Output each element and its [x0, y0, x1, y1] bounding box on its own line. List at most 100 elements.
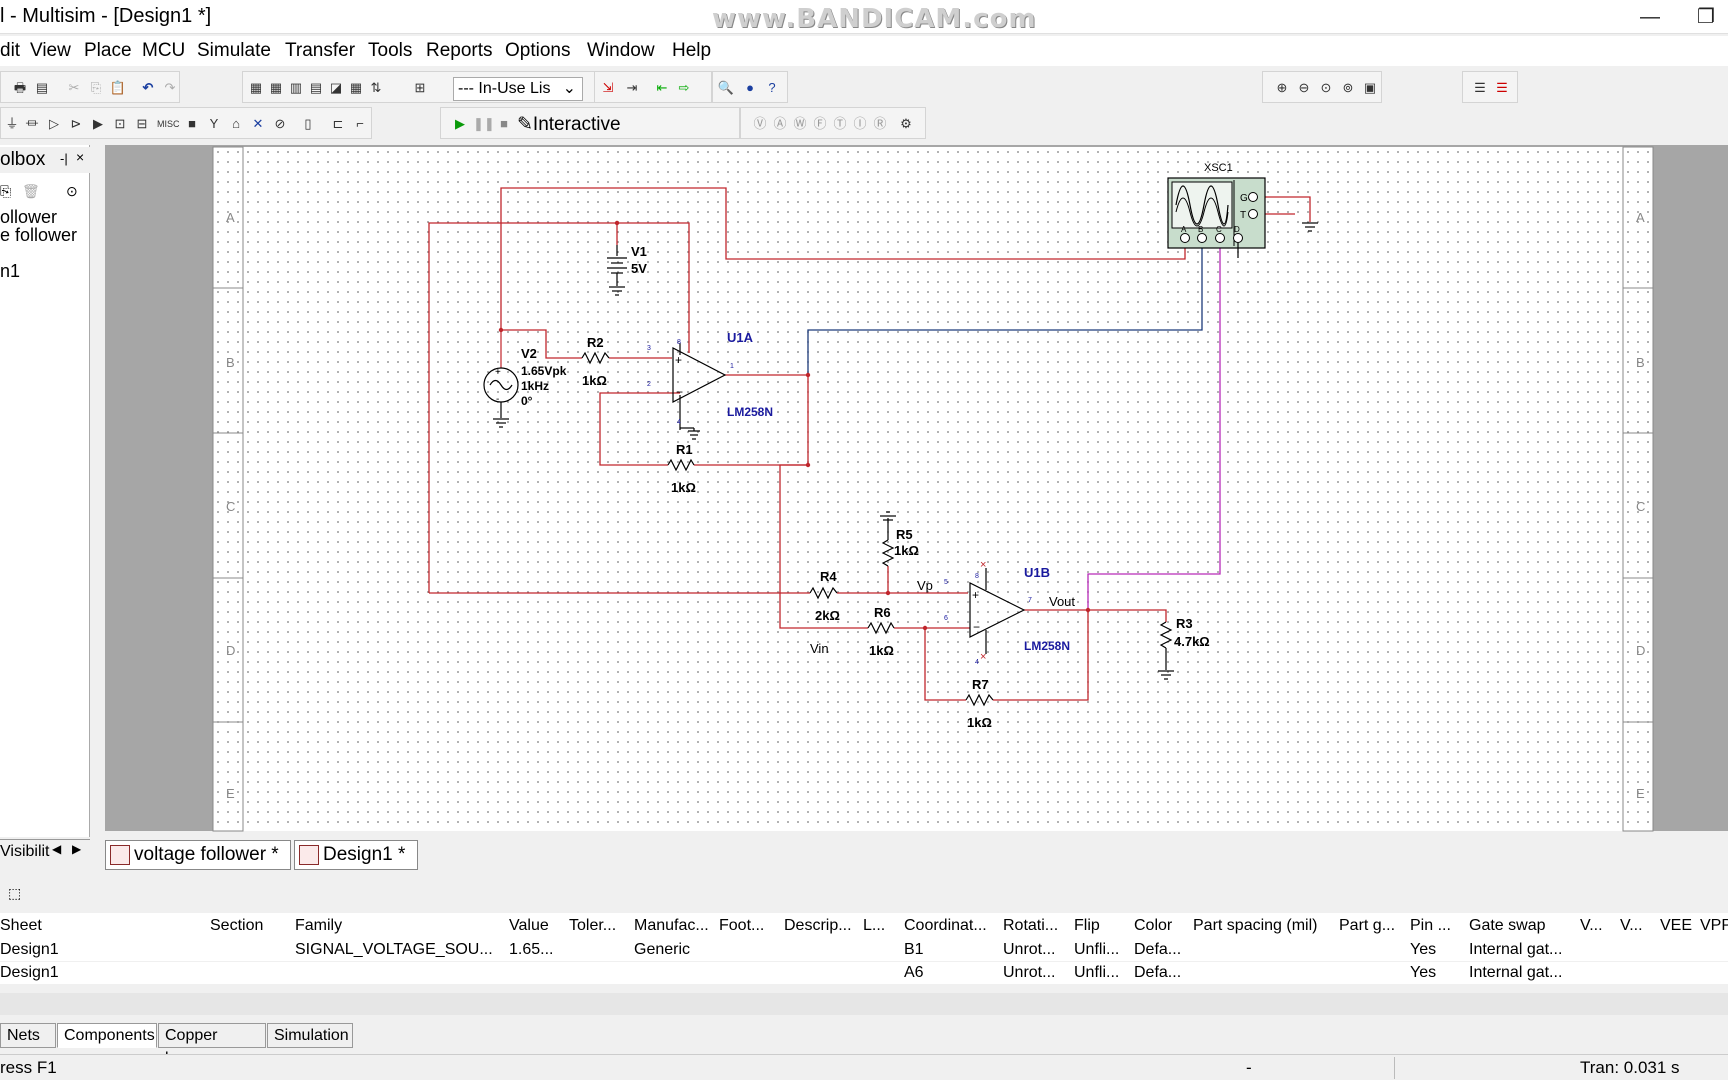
wire-u1a-feedback-left[interactable] — [599, 392, 680, 466]
electromechanical-icon[interactable]: ⌂ — [232, 116, 240, 131]
component-wizard-icon[interactable]: ▤ — [309, 80, 323, 95]
tab-simulation[interactable]: Simulation — [267, 1023, 353, 1048]
column-header-v2[interactable]: V... — [1620, 917, 1643, 934]
stop-simulation-icon[interactable]: ■ — [500, 116, 508, 131]
r2-resistor[interactable] — [581, 351, 610, 365]
backannotate-icon[interactable]: ⇥ — [626, 80, 638, 95]
spreadsheet-toggle-icon[interactable]: ⬚ — [8, 885, 22, 901]
mcu-icon[interactable]: ✕ — [252, 116, 264, 131]
in-use-list-combo[interactable]: --- In-Use Lis ⌄ — [453, 77, 583, 101]
hierarchy-icon[interactable]: ⊞ — [414, 80, 426, 95]
column-header-coordinate[interactable]: Coordinat... — [904, 917, 987, 934]
xsc1-terminal-t[interactable] — [1248, 209, 1258, 219]
r6-resistor[interactable] — [867, 621, 895, 635]
u1b-opamp[interactable] — [969, 568, 1026, 654]
column-header-manufacturer[interactable]: Manufac... — [634, 917, 709, 934]
wattmeter-icon[interactable]: Ⓦ — [793, 116, 807, 131]
interactive-mode-button[interactable]: ✎Interactive — [517, 113, 621, 136]
tree-item-voltage-follower-sheet[interactable]: e follower — [0, 225, 78, 245]
visibility-toggle-icon[interactable]: ⊙ — [66, 183, 78, 199]
tab-components[interactable]: Components — [57, 1023, 157, 1048]
wire-v2-to-scope-a[interactable] — [500, 187, 1186, 330]
wire-to-r6[interactable] — [779, 464, 868, 629]
current-probe-icon[interactable]: Ⓘ — [853, 116, 867, 131]
zoom-fit-icon[interactable]: ⊚ — [1342, 80, 1354, 95]
xsc1-terminal-g[interactable] — [1248, 192, 1258, 202]
column-header-v1[interactable]: V... — [1580, 917, 1603, 934]
spreadsheet-icon[interactable]: ▦ — [269, 80, 283, 95]
temperature-icon[interactable]: Ⓣ — [833, 116, 847, 131]
tab-copper-layers[interactable]: Copper layers — [158, 1023, 266, 1067]
menu-mcu[interactable]: MCU — [142, 40, 186, 61]
wire-u1a-out-to-scope-b[interactable] — [807, 248, 1203, 375]
place-probe-icon[interactable]: ⊘ — [274, 116, 286, 131]
xsc1-terminal-d[interactable] — [1233, 233, 1243, 243]
xsc1-terminal-c[interactable] — [1215, 233, 1225, 243]
schematic-sheet[interactable] — [213, 147, 1653, 831]
probe-settings-icon[interactable]: ⚙ — [900, 116, 912, 131]
table-row[interactable]: Design1 SIGNAL_VOLTAGE_SOU... 1.65... Ge… — [0, 939, 1728, 961]
tab-nets[interactable]: Nets — [0, 1023, 56, 1048]
column-header-flip[interactable]: Flip — [1074, 917, 1100, 934]
tab-voltage-follower[interactable]: voltage follower * — [105, 840, 291, 870]
menu-tools[interactable]: Tools — [368, 40, 413, 61]
bus-icon[interactable]: ☰ — [1474, 80, 1486, 95]
print-preview-icon[interactable]: ▤ — [35, 80, 49, 95]
column-header-section[interactable]: Section — [210, 917, 264, 934]
column-header-pin-swap[interactable]: Pin ... — [1410, 917, 1451, 934]
diode-icon[interactable]: ▷ — [49, 116, 59, 131]
table-row[interactable]: Design1 A6 Unrot... Unfli... Defa... Yes… — [0, 962, 1728, 984]
menu-edit[interactable]: dit — [0, 40, 21, 61]
column-header-value[interactable]: Value — [509, 917, 549, 934]
menu-view[interactable]: View — [30, 40, 71, 61]
ammeter-icon[interactable]: Ⓐ — [773, 116, 787, 131]
zoom-area-icon[interactable]: ⊙ — [1320, 80, 1332, 95]
postprocessor-icon[interactable]: ▦ — [349, 80, 363, 95]
r3-resistor[interactable] — [1158, 621, 1174, 680]
column-header-part-spacing[interactable]: Part spacing (mil) — [1193, 917, 1318, 934]
run-simulation-icon[interactable]: ▶ — [455, 116, 465, 131]
column-header-part-group[interactable]: Part g... — [1339, 917, 1396, 934]
wire-vout-to-scope-c[interactable] — [1087, 248, 1221, 610]
zoom-in-icon[interactable]: ⊕ — [1276, 80, 1288, 95]
minimize-button[interactable]: — — [1640, 6, 1660, 28]
probe-ref-icon[interactable]: Ⓡ — [873, 116, 887, 131]
close-icon[interactable]: × — [76, 149, 85, 165]
analog-icon[interactable]: ▶ — [93, 116, 103, 131]
transistor-icon[interactable]: ⊳ — [70, 116, 82, 131]
redo-icon[interactable]: ↷ — [164, 80, 176, 95]
copy-icon[interactable]: ⎘ — [90, 80, 102, 95]
scroll-left-icon[interactable]: ◀ — [52, 842, 62, 856]
wire-scope-g-to-ground[interactable] — [1265, 196, 1311, 222]
help-icon[interactable]: ? — [768, 80, 776, 95]
r5-resistor[interactable] — [880, 511, 896, 567]
v2-ac-source[interactable] — [483, 330, 519, 428]
zoom-out-icon[interactable]: ⊖ — [1298, 80, 1310, 95]
tab-design1[interactable]: Design1 * — [294, 840, 418, 870]
menu-place[interactable]: Place — [84, 40, 132, 61]
restore-button[interactable]: ❐ — [1697, 6, 1715, 28]
column-header-description[interactable]: Descrip... — [784, 917, 852, 934]
column-header-rotation[interactable]: Rotati... — [1003, 917, 1059, 934]
probe-icon[interactable]: ⇲ — [602, 80, 614, 95]
erc-icon[interactable]: ⇅ — [370, 80, 382, 95]
dock-icon[interactable]: -| — [60, 151, 68, 166]
xsc1-terminal-b[interactable] — [1197, 233, 1207, 243]
wire-v2-to-r2[interactable] — [501, 329, 582, 359]
indicator-icon[interactable]: ■ — [188, 116, 196, 131]
menu-reports[interactable]: Reports — [426, 40, 493, 61]
column-header-tolerance[interactable]: Toler... — [569, 917, 617, 934]
grapher-icon[interactable]: ◪ — [329, 80, 343, 95]
red-wires[interactable] — [428, 187, 1311, 701]
wire-r7-right[interactable] — [993, 610, 1089, 701]
r1-resistor[interactable] — [667, 458, 695, 472]
tree-item-voltage-follower[interactable]: ollower — [0, 207, 58, 227]
print-icon[interactable]: 🖶 — [13, 80, 27, 95]
r4-resistor[interactable] — [809, 586, 838, 600]
new-sheet-icon[interactable]: ⎘ — [0, 183, 12, 199]
find-icon[interactable]: 🔍 — [717, 80, 735, 95]
hierarchical-block-icon[interactable]: ▯ — [304, 116, 312, 131]
spreadsheet-scrollbar[interactable] — [0, 993, 1728, 1015]
education-icon[interactable]: ● — [746, 80, 754, 95]
